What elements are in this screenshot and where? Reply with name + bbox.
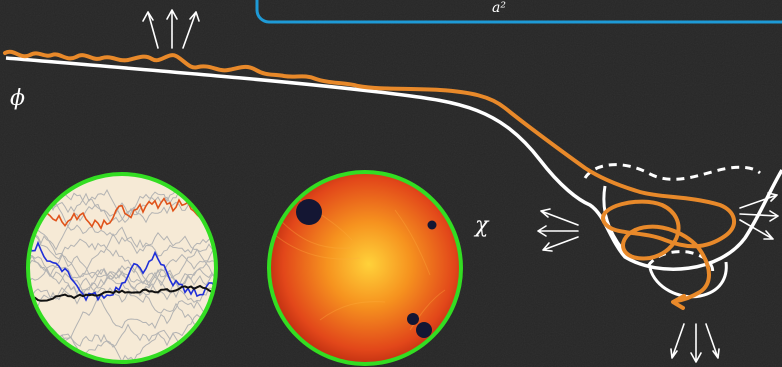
three-arrows-right-icon	[739, 192, 779, 240]
field-trajectory	[3, 49, 736, 303]
field-heatmap-inset-border	[267, 170, 463, 366]
field-heatmap-inset	[267, 170, 463, 366]
gray-series-line	[28, 259, 216, 327]
trajectory-arrowhead-icon	[671, 294, 686, 310]
gray-series-line	[28, 264, 216, 296]
gray-series-line	[28, 231, 216, 285]
gray-series-line	[28, 267, 216, 316]
three-arrows-up-icon	[142, 9, 200, 49]
potential-bowl-bottom	[648, 261, 728, 299]
header-box-text: a²	[492, 0, 506, 16]
red-series-line	[28, 194, 216, 231]
bubble-medium-2	[416, 322, 432, 338]
phi-label: ϕ	[10, 86, 25, 111]
potential-contours	[583, 163, 761, 276]
bubble-medium-1	[407, 313, 419, 325]
black-series-line	[28, 284, 216, 302]
three-arrows-left-icon	[537, 208, 579, 252]
heatmap-swirls	[274, 199, 446, 331]
chi-label: χ	[473, 213, 490, 238]
bubble-large	[296, 199, 322, 225]
gray-series-line	[28, 234, 216, 290]
gray-series-line	[28, 174, 216, 251]
three-arrows-down-icon	[670, 323, 720, 363]
gray-series-line	[28, 253, 216, 301]
blue-series-line	[28, 240, 216, 302]
gray-series-line	[28, 242, 216, 286]
header-box: a²	[255, 0, 782, 24]
potential-curve	[5, 56, 782, 271]
bubble-small	[427, 220, 437, 230]
gray-series-line	[28, 200, 216, 257]
time-series-inset	[26, 172, 218, 364]
time-series-inset-border	[26, 172, 218, 364]
